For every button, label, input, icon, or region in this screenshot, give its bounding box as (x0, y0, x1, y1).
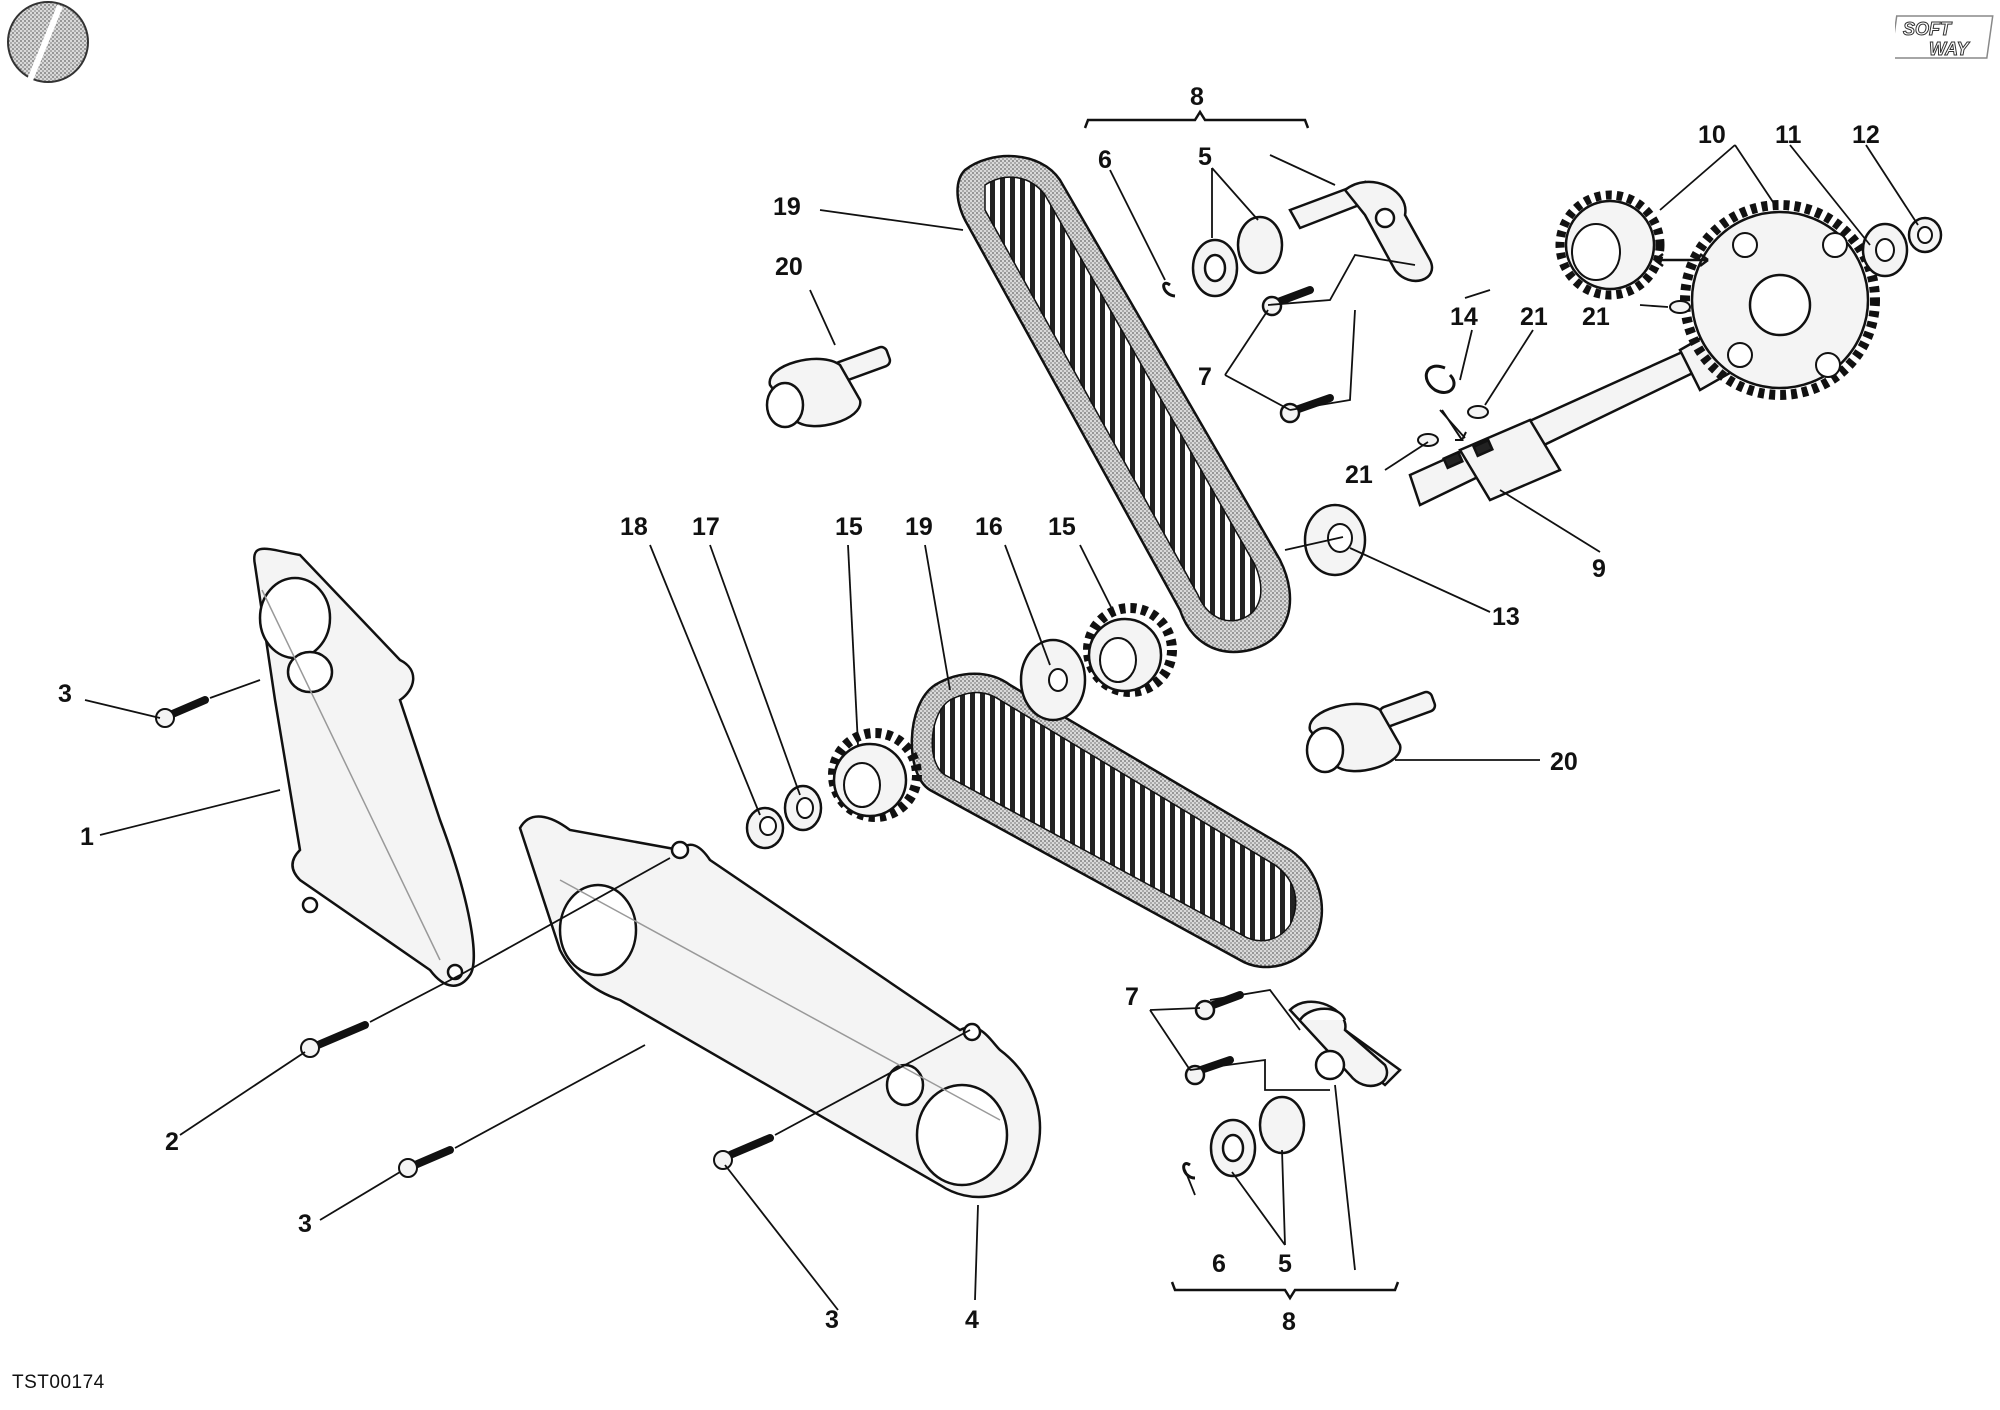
callout-6: 6 (1098, 146, 1112, 174)
spacer-20-upper (765, 345, 892, 429)
arrow-icon (1441, 409, 1467, 441)
callout-18: 18 (620, 513, 648, 541)
washer-17 (783, 784, 823, 832)
timing-cover-upper (252, 547, 475, 987)
washer-16 (1019, 638, 1087, 722)
spacer-13 (1303, 503, 1367, 577)
callout-2: 2 (165, 1128, 179, 1156)
callout-9: 9 (1592, 555, 1606, 583)
callout-3: 3 (825, 1306, 839, 1334)
tensioner-upper (1162, 180, 1434, 424)
callout-21: 21 (1520, 303, 1548, 331)
screw-2 (300, 1021, 369, 1058)
screw-3-bottom (713, 1134, 774, 1170)
key-21b (1417, 433, 1439, 447)
callout-1: 1 (80, 823, 94, 851)
key-21a (1467, 405, 1489, 419)
timing-cover-lower (518, 815, 1042, 1199)
camshaft (1408, 328, 1737, 507)
callout-11: 11 (1775, 121, 1802, 149)
bracket-8-bottom (1170, 1281, 1400, 1301)
spacer-20-lower (1305, 690, 1437, 774)
brand-logo-icon (7, 1, 89, 83)
pulley-15-upper (1083, 603, 1177, 697)
timing-belt-upper (956, 154, 1292, 654)
callout-5: 5 (1198, 143, 1212, 171)
callout-21: 21 (1582, 303, 1610, 331)
screw-3-upper-left (155, 696, 209, 728)
nut-12 (1907, 216, 1943, 254)
tensioner-lower (1182, 991, 1402, 1180)
callout-14: 14 (1450, 303, 1478, 331)
reference-code: TST00174 (12, 1372, 105, 1393)
washer-11 (1861, 222, 1909, 278)
callout-16: 16 (975, 513, 1003, 541)
callout-8: 8 (1190, 83, 1204, 111)
callout-15: 15 (1048, 513, 1076, 541)
callout-7: 7 (1198, 363, 1212, 391)
screw-3-lower-left (398, 1146, 454, 1178)
callout-15: 15 (835, 513, 863, 541)
callout-4: 4 (965, 1306, 979, 1334)
key-21c (1669, 300, 1691, 314)
nut-18 (745, 806, 785, 850)
brand-line-1: SOFT (1903, 19, 1953, 39)
callout-3: 3 (58, 680, 72, 708)
callout-3: 3 (298, 1210, 312, 1238)
callout-20: 20 (775, 253, 803, 281)
callout-labels: 3 1 2 3 3 4 18 17 15 19 16 15 19 20 20 8… (58, 83, 1880, 1336)
callout-21: 21 (1345, 461, 1373, 489)
brand-line-2: WAY (1929, 39, 1971, 59)
softway-logo: SOFT WAY (1895, 15, 1994, 60)
callout-19: 19 (773, 193, 801, 221)
callout-17: 17 (692, 513, 720, 541)
callout-8: 8 (1282, 1308, 1296, 1336)
timing-belt-lower (910, 672, 1324, 969)
bracket-8-top (1083, 109, 1310, 129)
circlip-14 (1424, 364, 1456, 394)
double-arrow-icon (1654, 253, 1709, 267)
callout-6: 6 (1212, 1250, 1226, 1278)
callout-12: 12 (1852, 121, 1880, 149)
callout-7: 7 (1125, 983, 1139, 1011)
callout-13: 13 (1492, 603, 1520, 631)
camshaft-gear-large (1680, 200, 1880, 400)
callout-20: 20 (1550, 748, 1578, 776)
callout-5: 5 (1278, 1250, 1292, 1278)
callout-10: 10 (1698, 121, 1726, 149)
callout-19: 19 (905, 513, 933, 541)
leader-lines (84, 144, 1919, 1311)
camshaft-gear-small (1555, 190, 1665, 300)
pulley-15-lower (828, 728, 922, 822)
